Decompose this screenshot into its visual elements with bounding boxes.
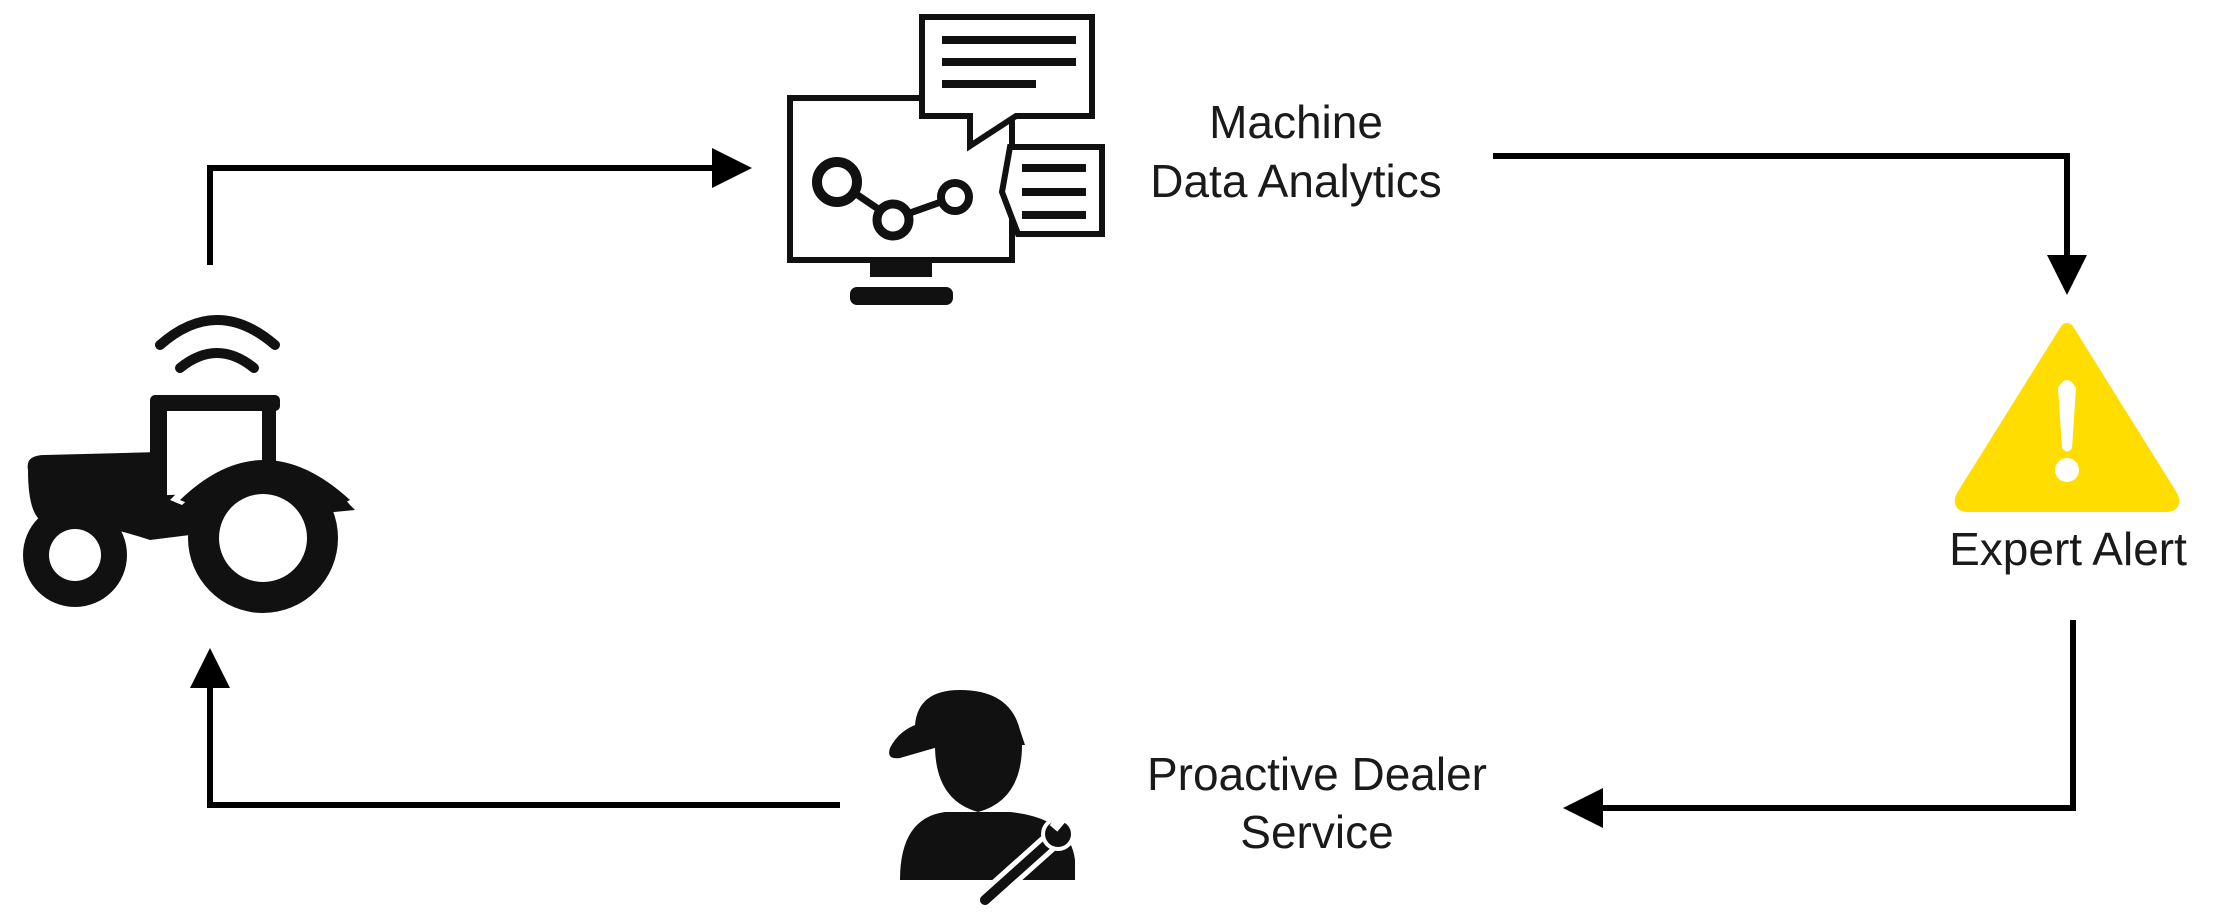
- arrow-tractor-to-analytics: [207, 165, 715, 265]
- analytics-label-line1: Machine: [1209, 96, 1383, 148]
- data-node: [937, 179, 973, 215]
- flow-arrows: [207, 153, 2076, 811]
- mechanic-head: [935, 745, 1022, 812]
- exclamation-bar: [2058, 380, 2076, 452]
- arrowheads: [190, 148, 2087, 828]
- data-node: [812, 157, 862, 207]
- service-label-line2: Service: [1240, 806, 1393, 858]
- wifi-signal-icon: [155, 315, 280, 373]
- arrowhead-down: [2047, 255, 2087, 295]
- arrowhead-left: [1563, 788, 1603, 828]
- cab-roof: [150, 395, 280, 411]
- alert-label: Expert Alert: [1949, 523, 2187, 575]
- service-label-line1: Proactive Dealer: [1147, 748, 1487, 800]
- monitor-stand: [870, 263, 932, 277]
- connected-tractor-icon: [23, 315, 355, 613]
- warning-triangle-icon: [1954, 323, 2180, 512]
- monitor-base: [850, 287, 953, 305]
- arrow-alert-to-service: [1600, 620, 2076, 811]
- arrowhead-up: [190, 648, 230, 688]
- data-node: [872, 199, 914, 241]
- arrow-analytics-to-alert: [1493, 153, 2070, 258]
- rear-fender: [180, 460, 350, 505]
- mechanic-cap: [889, 690, 1025, 759]
- analytics-label-line2: Data Analytics: [1150, 155, 1441, 207]
- exclamation-dot: [2055, 458, 2079, 482]
- arrowhead-right: [712, 148, 752, 188]
- mechanic-icon: [889, 690, 1075, 910]
- arrow-service-to-tractor: [207, 685, 840, 808]
- wrench-icon: [975, 814, 1075, 910]
- computer-analytics-icon: [787, 14, 1105, 305]
